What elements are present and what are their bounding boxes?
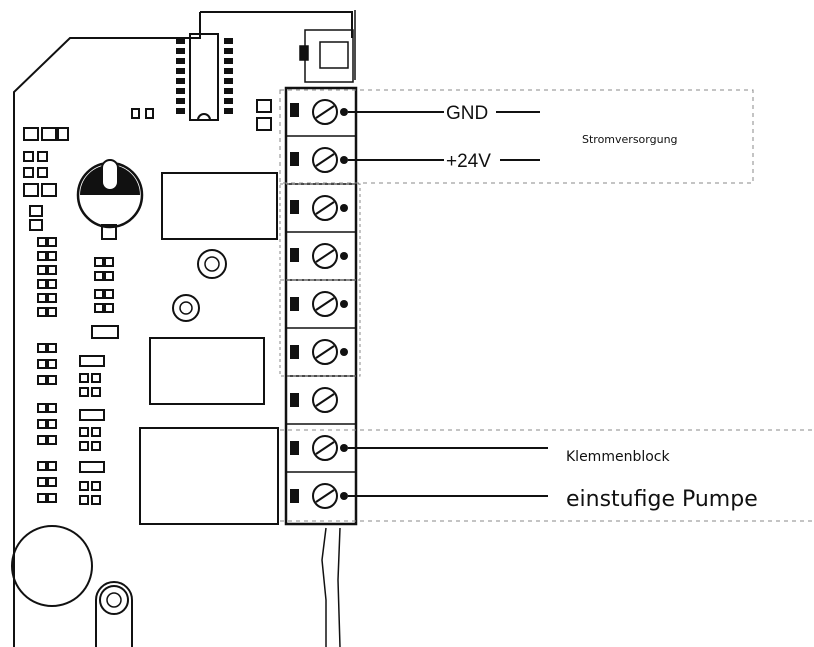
wires <box>348 111 548 497</box>
terminal-block-label: Klemmenblock <box>566 449 670 465</box>
terminal-block <box>279 86 361 526</box>
ic-chip <box>176 33 233 121</box>
top-connector <box>299 29 354 83</box>
gnd-label: GND <box>446 103 488 124</box>
mounting-screws <box>11 249 227 647</box>
v24-label: +24V <box>446 151 491 172</box>
smd-components <box>23 99 272 505</box>
power-supply-label: Stromversorgung <box>582 133 678 146</box>
buzzer-component <box>76 159 144 240</box>
relays <box>139 172 279 525</box>
dashed-boxes <box>279 89 814 522</box>
pump-label: einstufige Pumpe <box>566 487 758 512</box>
